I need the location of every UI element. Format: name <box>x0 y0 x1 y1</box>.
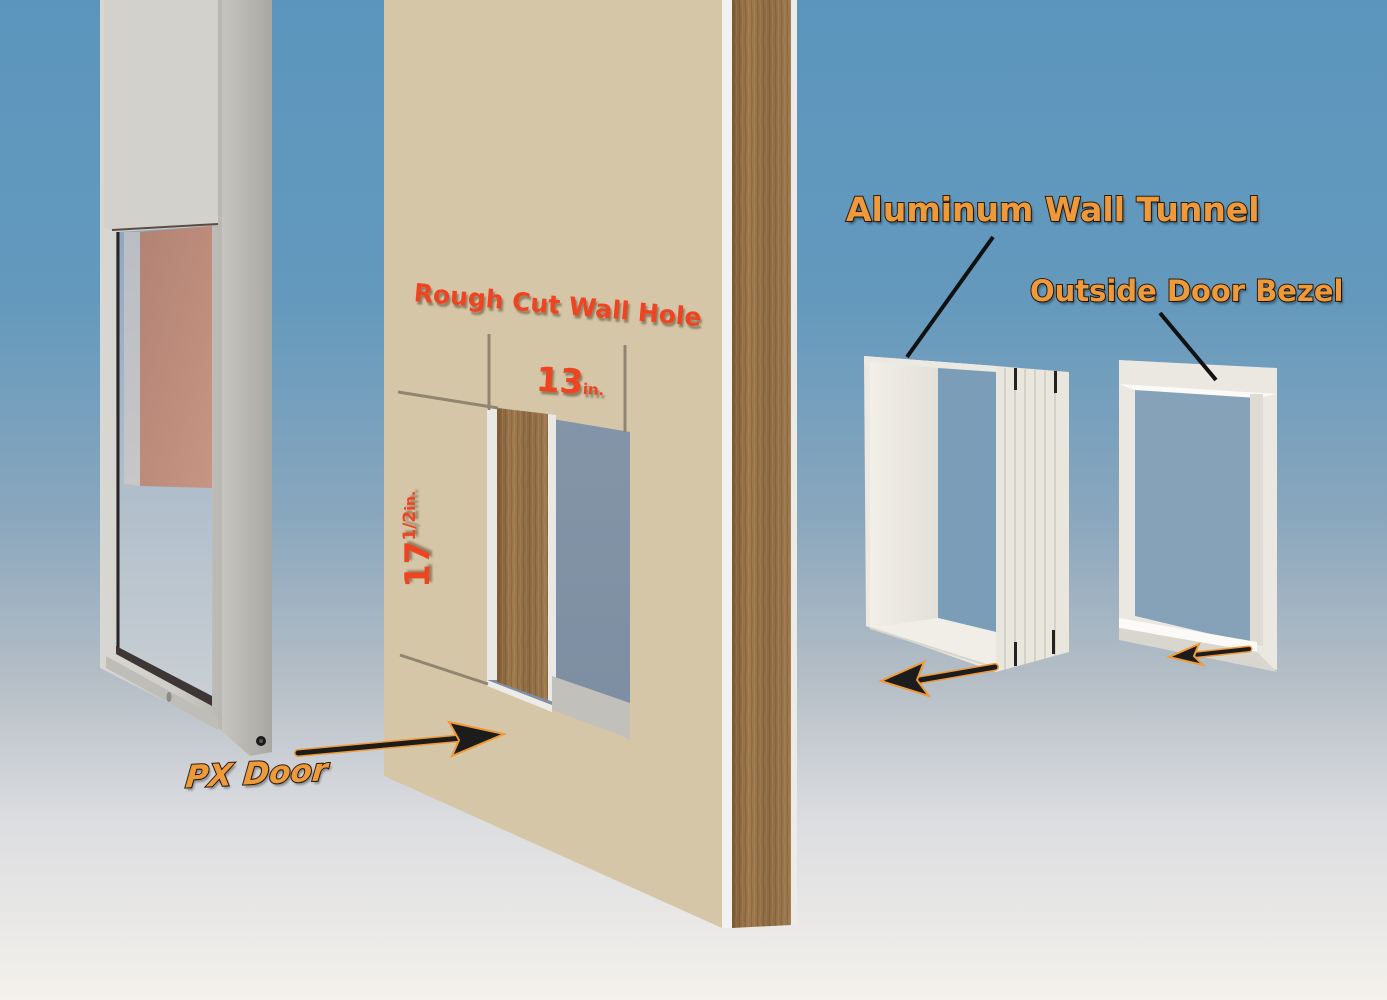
dimension-height-value: 17 <box>398 540 438 588</box>
arrow-bezel-direction <box>1165 642 1253 667</box>
dimension-width-unit: in. <box>582 379 605 400</box>
dimension-width-value: 13 <box>534 359 585 403</box>
label-outside-door-bezel: Outside Door Bezel <box>1029 273 1344 309</box>
aluminum-wall-tunnel <box>864 356 1069 672</box>
dim-line-bottom-left <box>399 653 489 686</box>
dim-line-top-left <box>397 390 499 410</box>
wall <box>384 0 797 928</box>
label-aluminum-wall-tunnel: Aluminum Wall Tunnel <box>845 189 1261 230</box>
dimension-height: 171/2in. <box>398 491 438 588</box>
dimension-width: 13in. <box>535 360 606 405</box>
tunnel-leader-line <box>905 235 995 359</box>
outside-door-bezel <box>1119 360 1277 672</box>
dimension-height-fraction: 1/2 <box>400 510 420 541</box>
px-door <box>100 0 272 756</box>
arrow-tunnel-direction <box>878 660 999 698</box>
label-px-door: PX Door <box>183 751 330 796</box>
bezel-leader-line <box>1158 311 1218 382</box>
leader-lines <box>905 235 1218 382</box>
dimension-height-unit: in. <box>403 490 419 511</box>
arrow-px-door-to-wall <box>294 720 508 758</box>
